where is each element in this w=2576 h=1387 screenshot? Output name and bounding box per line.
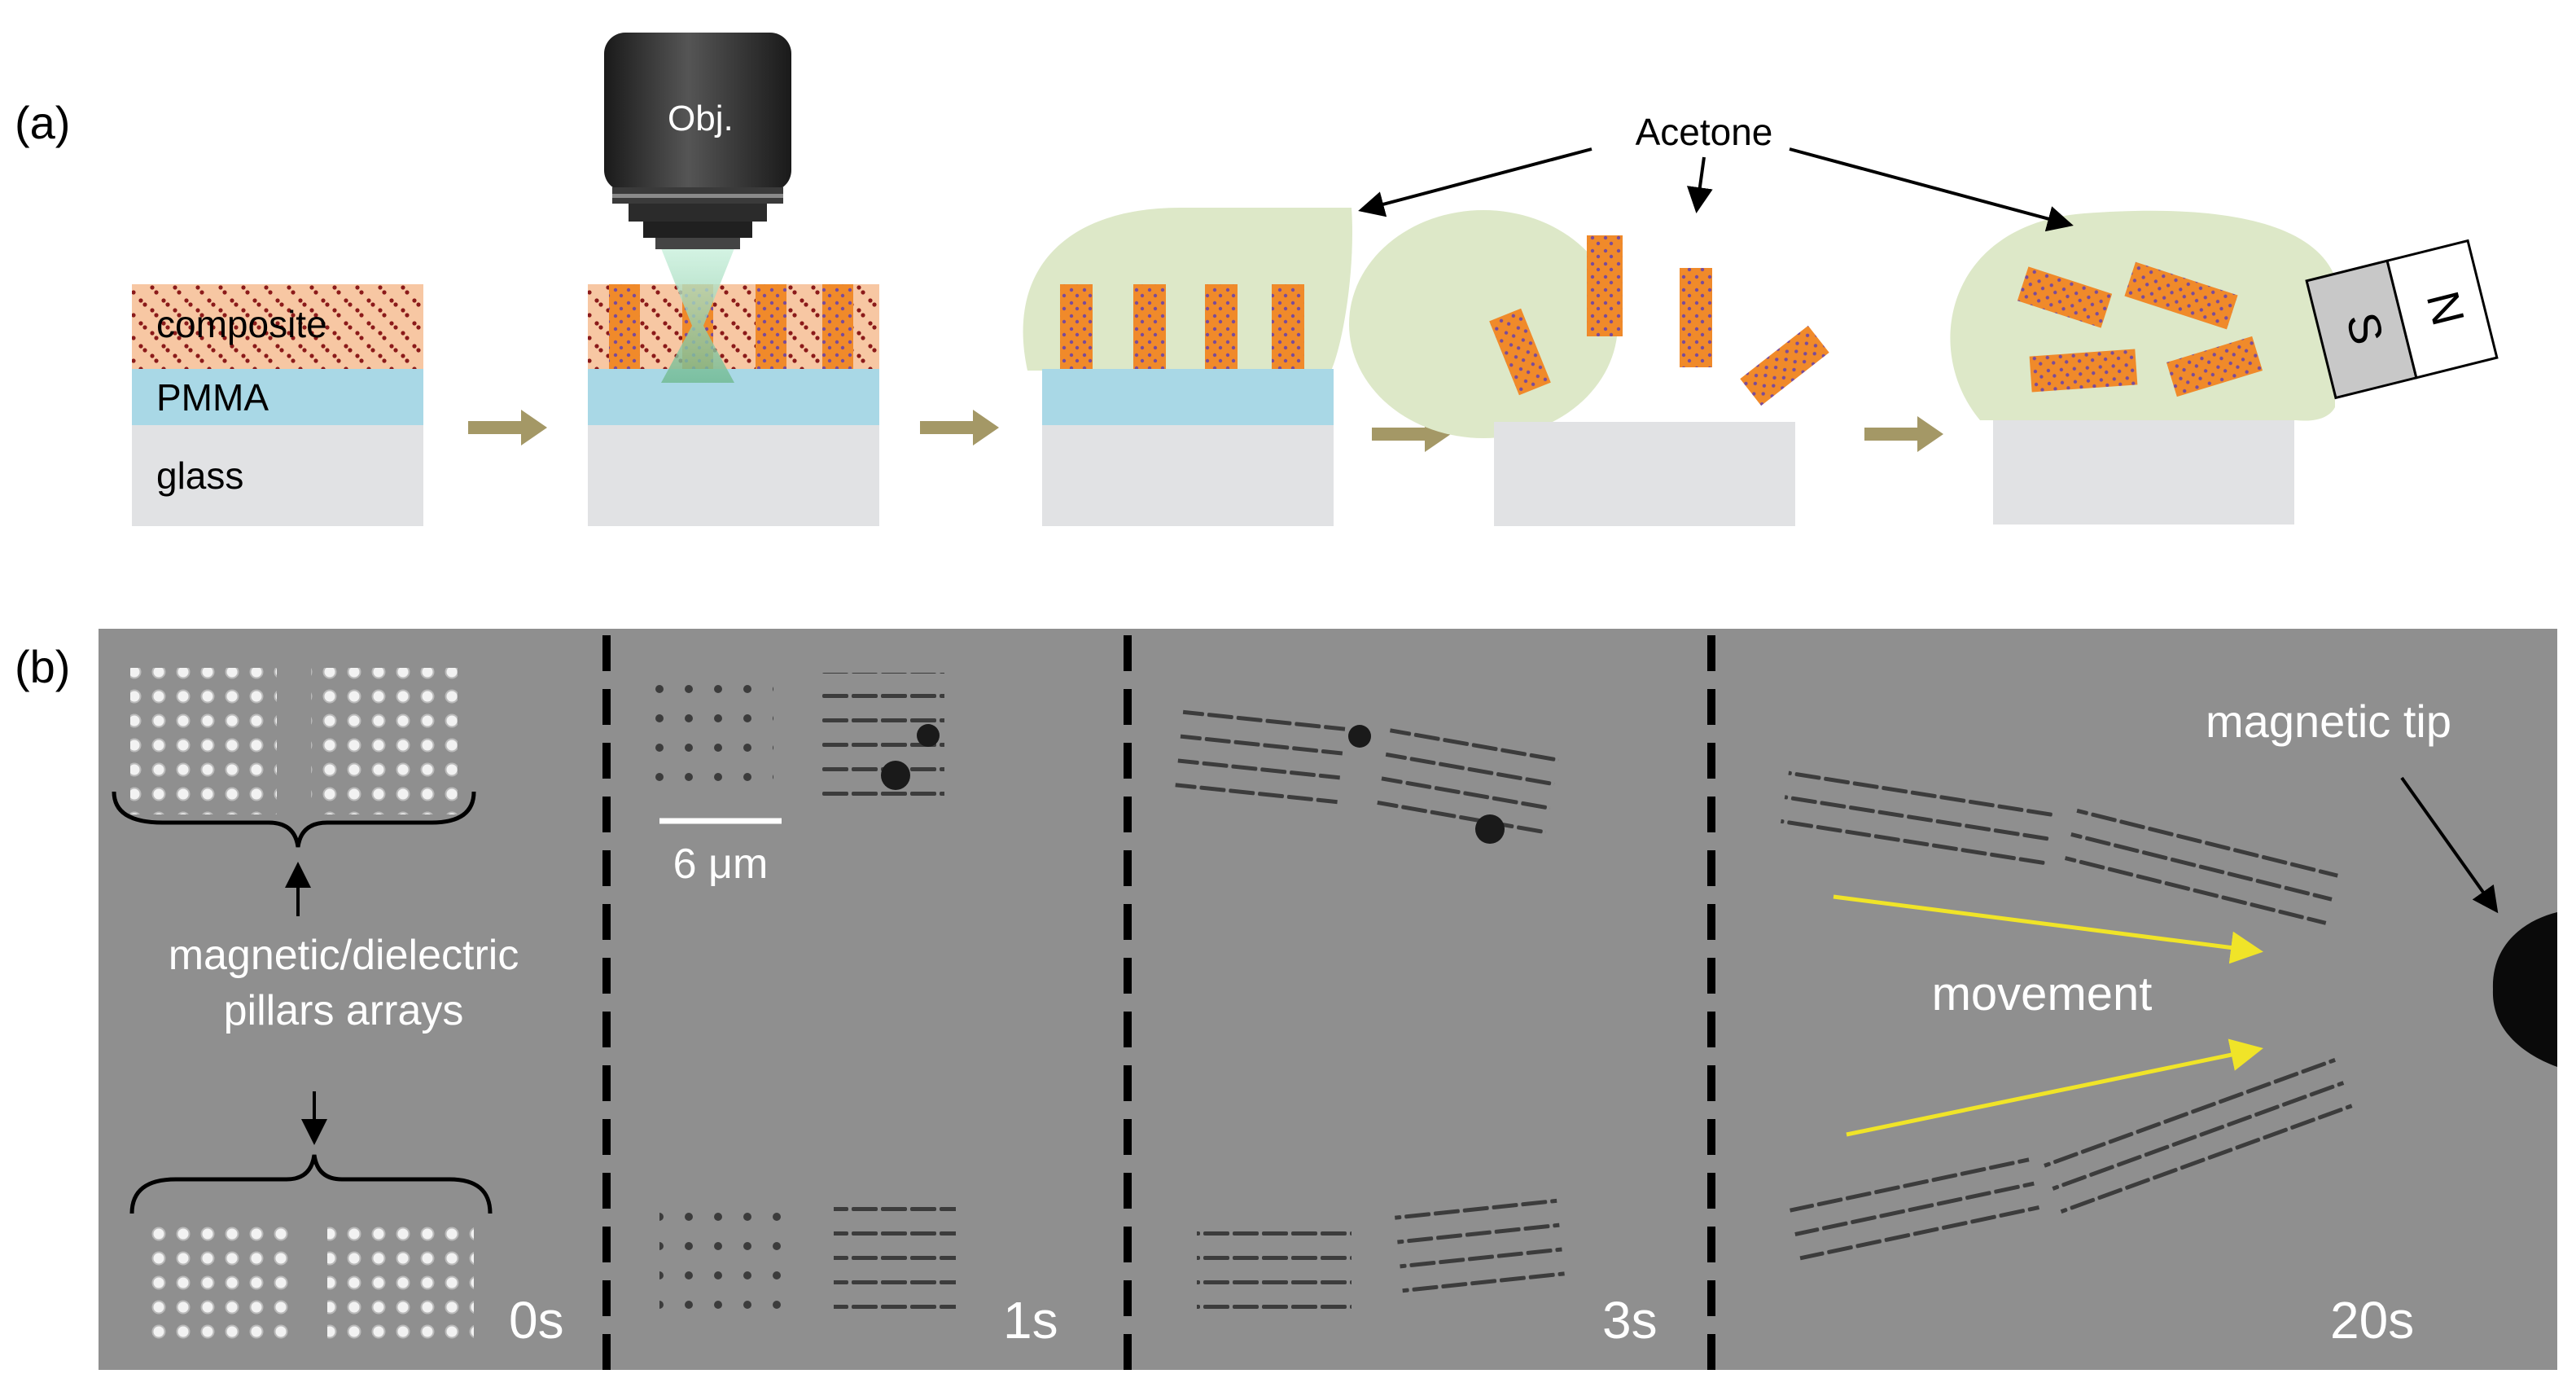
pillar-array (659, 1197, 782, 1316)
pillar-array (650, 676, 773, 800)
frame-20s: magnetic tip movement 20s (1778, 696, 2557, 1350)
magnetic-tip (2492, 912, 2557, 1067)
glass-layer (1494, 422, 1795, 526)
aligned-pillar (2124, 261, 2238, 330)
bar-magnet: S N (2305, 239, 2499, 400)
released-pillar (1489, 308, 1551, 396)
released-pillar (1740, 325, 1829, 406)
laser-beam (661, 248, 734, 383)
acetone-arrow-right (1789, 147, 2074, 232)
timestamp-20s: 20s (2330, 1291, 2414, 1350)
written-pillar (822, 284, 853, 369)
timestamp-0s: 0s (509, 1291, 564, 1350)
glass-label: glass (156, 454, 243, 497)
glass-layer (1993, 420, 2294, 525)
aligned-pillar (2017, 266, 2113, 328)
pmma-layer (1042, 369, 1334, 425)
magnetic-tip-label: magnetic tip (2206, 696, 2451, 747)
glass-layer (132, 425, 423, 526)
panel-a-label: (a) (15, 97, 70, 148)
glass-layer (588, 425, 879, 526)
panel-b-label: (b) (15, 641, 70, 692)
composite-label: composite (156, 303, 327, 345)
step-arrow-1 (468, 410, 547, 446)
pmma-label: PMMA (156, 376, 269, 419)
pillar-array (1174, 698, 1347, 814)
movement-label: movement (1932, 968, 2153, 1020)
stage-5-magnetic-actuation: S N (1950, 210, 2499, 525)
movement-arrow-upper (1833, 894, 2263, 964)
pillars-label-line1: magnetic/dielectric (169, 932, 519, 979)
pillar-array (147, 1222, 293, 1344)
pmma-layer (132, 369, 423, 425)
pillar-array (311, 668, 458, 814)
scale-bar-label: 6 μm (673, 841, 769, 888)
upper-brace (112, 791, 476, 848)
timestamp-3s: 3s (1602, 1291, 1658, 1350)
acetone-label: Acetone (1636, 111, 1773, 153)
glass-layer (1042, 425, 1334, 526)
acetone-arrow-middle (1686, 156, 1713, 213)
debris-particle (1475, 814, 1505, 844)
pillar-array (327, 1222, 474, 1344)
debris-particle (881, 761, 910, 790)
pillar-array (130, 668, 277, 814)
pillar-swarm (2040, 1048, 2356, 1224)
pillar-swarm (1778, 761, 2057, 876)
timestamp-1s: 1s (1003, 1291, 1058, 1350)
magnetic-tip-arrow (2400, 776, 2499, 914)
lower-brace (129, 1154, 493, 1214)
standing-pillar (1205, 284, 1238, 369)
stage-2-laser-writing: Obj. (588, 33, 879, 526)
pillar-array (834, 1194, 956, 1316)
debris-particle (1348, 725, 1371, 748)
written-pillar (756, 284, 786, 369)
standing-pillar (1272, 284, 1304, 369)
pillar-array (1197, 1212, 1352, 1318)
acetone-droplet (1950, 210, 2335, 421)
stage-3-development (1023, 208, 1352, 526)
pillar-array (1393, 1188, 1567, 1312)
aligned-pillar (2166, 336, 2263, 397)
acetone-droplet (1349, 210, 1618, 438)
step-arrow-2 (920, 410, 999, 446)
stage-1-layer-stack: composite PMMA glass (132, 284, 423, 526)
pillar-array (1377, 709, 1562, 836)
frame-0s: magnetic/dielectric pillars arrays 0s (112, 668, 564, 1350)
released-pillar (1680, 268, 1712, 367)
standing-pillar (1060, 284, 1093, 369)
stage-4-release (1349, 210, 1829, 526)
acetone-droplet (1023, 208, 1352, 371)
objective-lens (604, 33, 791, 249)
magnet-n-pole (2385, 239, 2499, 380)
frame-3s: 3s (1174, 698, 1658, 1350)
step-arrow-4 (1864, 416, 1943, 452)
pillars-label-line2: pillars arrays (224, 987, 464, 1034)
frame-1s: 6 μm 1s (650, 673, 1058, 1350)
standing-pillar (1133, 284, 1166, 369)
aligned-pillar (2029, 349, 2138, 393)
movement-arrow-lower (1846, 1038, 2263, 1137)
debris-particle (917, 724, 940, 747)
written-pillar (609, 284, 640, 369)
released-pillar (1587, 235, 1623, 336)
objective-label: Obj. (668, 99, 734, 138)
acetone-arrow-left (1358, 147, 1592, 217)
pmma-layer (588, 369, 879, 425)
pillar-swarm (1785, 1139, 2041, 1267)
composite-layer (132, 284, 423, 369)
pillar-swarm (2064, 799, 2341, 928)
